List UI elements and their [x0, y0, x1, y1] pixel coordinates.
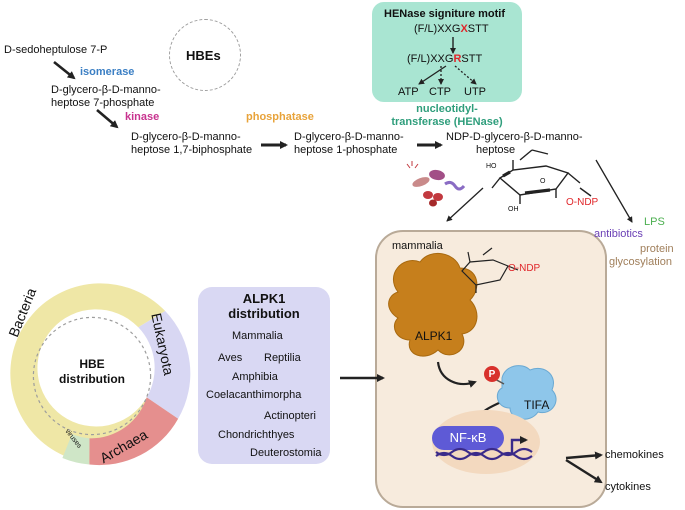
heptose7p-line1: D-glycero-β-D-manno- [51, 84, 161, 96]
heptose1p-line2: heptose 1-phosphate [294, 144, 398, 156]
arrow-isomerase [53, 60, 76, 80]
heptose7p-line2: heptose 7-phosphate [51, 97, 155, 109]
alpk1-title-line2: distribution [228, 306, 300, 321]
ring-viruses [62, 434, 90, 465]
ndp-heptose-line1: NDP-D-glycero-β-D-manno- [446, 131, 583, 143]
ring-eukaryota [138, 311, 191, 419]
heptose1p-line1: D-glycero-β-D-manno- [294, 131, 404, 143]
atp-label: ATP [398, 86, 419, 98]
arrow-to-lps [595, 159, 633, 223]
motif-line1-prefix: (F/L)XXG [414, 23, 461, 35]
taxon-chondrichthyes: Chondrichthyes [218, 429, 295, 441]
glycosylation-line2: glycosylation [609, 256, 672, 268]
phosphate-label: P [488, 369, 496, 380]
sedoheptulose-label: D-sedoheptulose 7-P [4, 44, 108, 56]
nfkb-box [432, 426, 504, 450]
glycosylation-line1: protein [640, 243, 674, 255]
alpk1-protein-label: ALPK1 [415, 329, 453, 343]
motif-line2-suffix: STT [461, 53, 483, 65]
hbe-center-line2: distribution [59, 372, 125, 386]
kinase-label: kinase [125, 111, 160, 123]
sugar-ndp-label: O-NDP [566, 197, 599, 208]
biphosphate-line1: D-glycero-β-D-manno- [131, 131, 241, 143]
alpk1-title-line1: ALPK1 [242, 291, 286, 306]
arrow-to-cell [446, 187, 484, 222]
hbe-ring [10, 283, 191, 466]
antibiotics-label: antibiotics [594, 228, 643, 240]
hbes-label: HBEs [186, 48, 221, 63]
biphosphate-line2: heptose 1,7-biphosphate [131, 144, 253, 156]
transcription-arrow [510, 436, 528, 454]
mammalia-label: mammalia [392, 240, 443, 252]
lps-label: LPS [644, 216, 665, 228]
arrow-alpk1-to-tifa [436, 361, 477, 388]
phosphate-circle [484, 366, 500, 382]
isomerase-label: isomerase [80, 66, 135, 78]
ndp-heptose-line2: heptose [476, 144, 516, 156]
henase-line2: transferase (HENase) [391, 116, 503, 128]
ring-archaea [89, 397, 179, 466]
taxon-reptilia: Reptilia [264, 352, 301, 364]
chemokines-label: chemokines [605, 449, 664, 461]
cytokines-label: cytokines [605, 481, 651, 493]
motif-line1: (F/L)XXGXSTT [414, 23, 489, 36]
sugar-oh-label: OH [508, 206, 519, 213]
hbe-center-line1: HBE [79, 357, 105, 371]
taxon-aves: Aves [218, 352, 243, 364]
taxon-deuterostomia: Deuterostomia [250, 447, 322, 459]
cell-ndp-label: O-NDP [508, 263, 541, 274]
taxon-actinopteri: Actinopteri [264, 410, 316, 422]
utp-label: UTP [464, 86, 486, 98]
motif-arrow-utp [454, 65, 477, 85]
motif-line1-highlight: X [460, 23, 468, 35]
motif-title: HENase signiture motif [384, 8, 506, 20]
henase-line1: nucleotidyl- [416, 103, 478, 115]
nfkb-label: NF-κB [449, 430, 487, 445]
sugar-o-label: O [540, 178, 546, 185]
cell-sugar [461, 247, 519, 293]
alpk1-distribution-panel [198, 287, 330, 464]
taxon-amphibia: Amphibia [232, 371, 278, 383]
taxon-mammalia: Mammalia [232, 330, 283, 342]
tifa-protein [496, 365, 557, 420]
bacteria-icons [406, 161, 466, 207]
ctp-label: CTP [429, 86, 451, 98]
heptose-sugar [491, 149, 592, 204]
motif-line2: (F/L)XXGRSTT [407, 53, 482, 66]
motif-line2-highlight: R [453, 53, 462, 65]
hbes-circle [169, 19, 241, 91]
arrow-cytokines [565, 458, 603, 484]
motif-line1-suffix: STT [467, 23, 489, 35]
alpk1-protein [388, 253, 478, 357]
arrow-kinase [96, 109, 119, 129]
motif-line2-prefix: (F/L)XXG [407, 53, 454, 65]
sugar-ho-label: HO [486, 163, 497, 170]
tifa-label: TIFA [524, 398, 550, 412]
motif-arrow-atp [418, 65, 447, 85]
henase-motif-panel [372, 2, 522, 102]
arrow-chemokines [565, 451, 603, 460]
taxon-coelacanthimorpha: Coelacanthimorpha [206, 389, 302, 401]
dna-helix [435, 451, 533, 461]
phosphatase-label: phosphatase [246, 111, 314, 123]
